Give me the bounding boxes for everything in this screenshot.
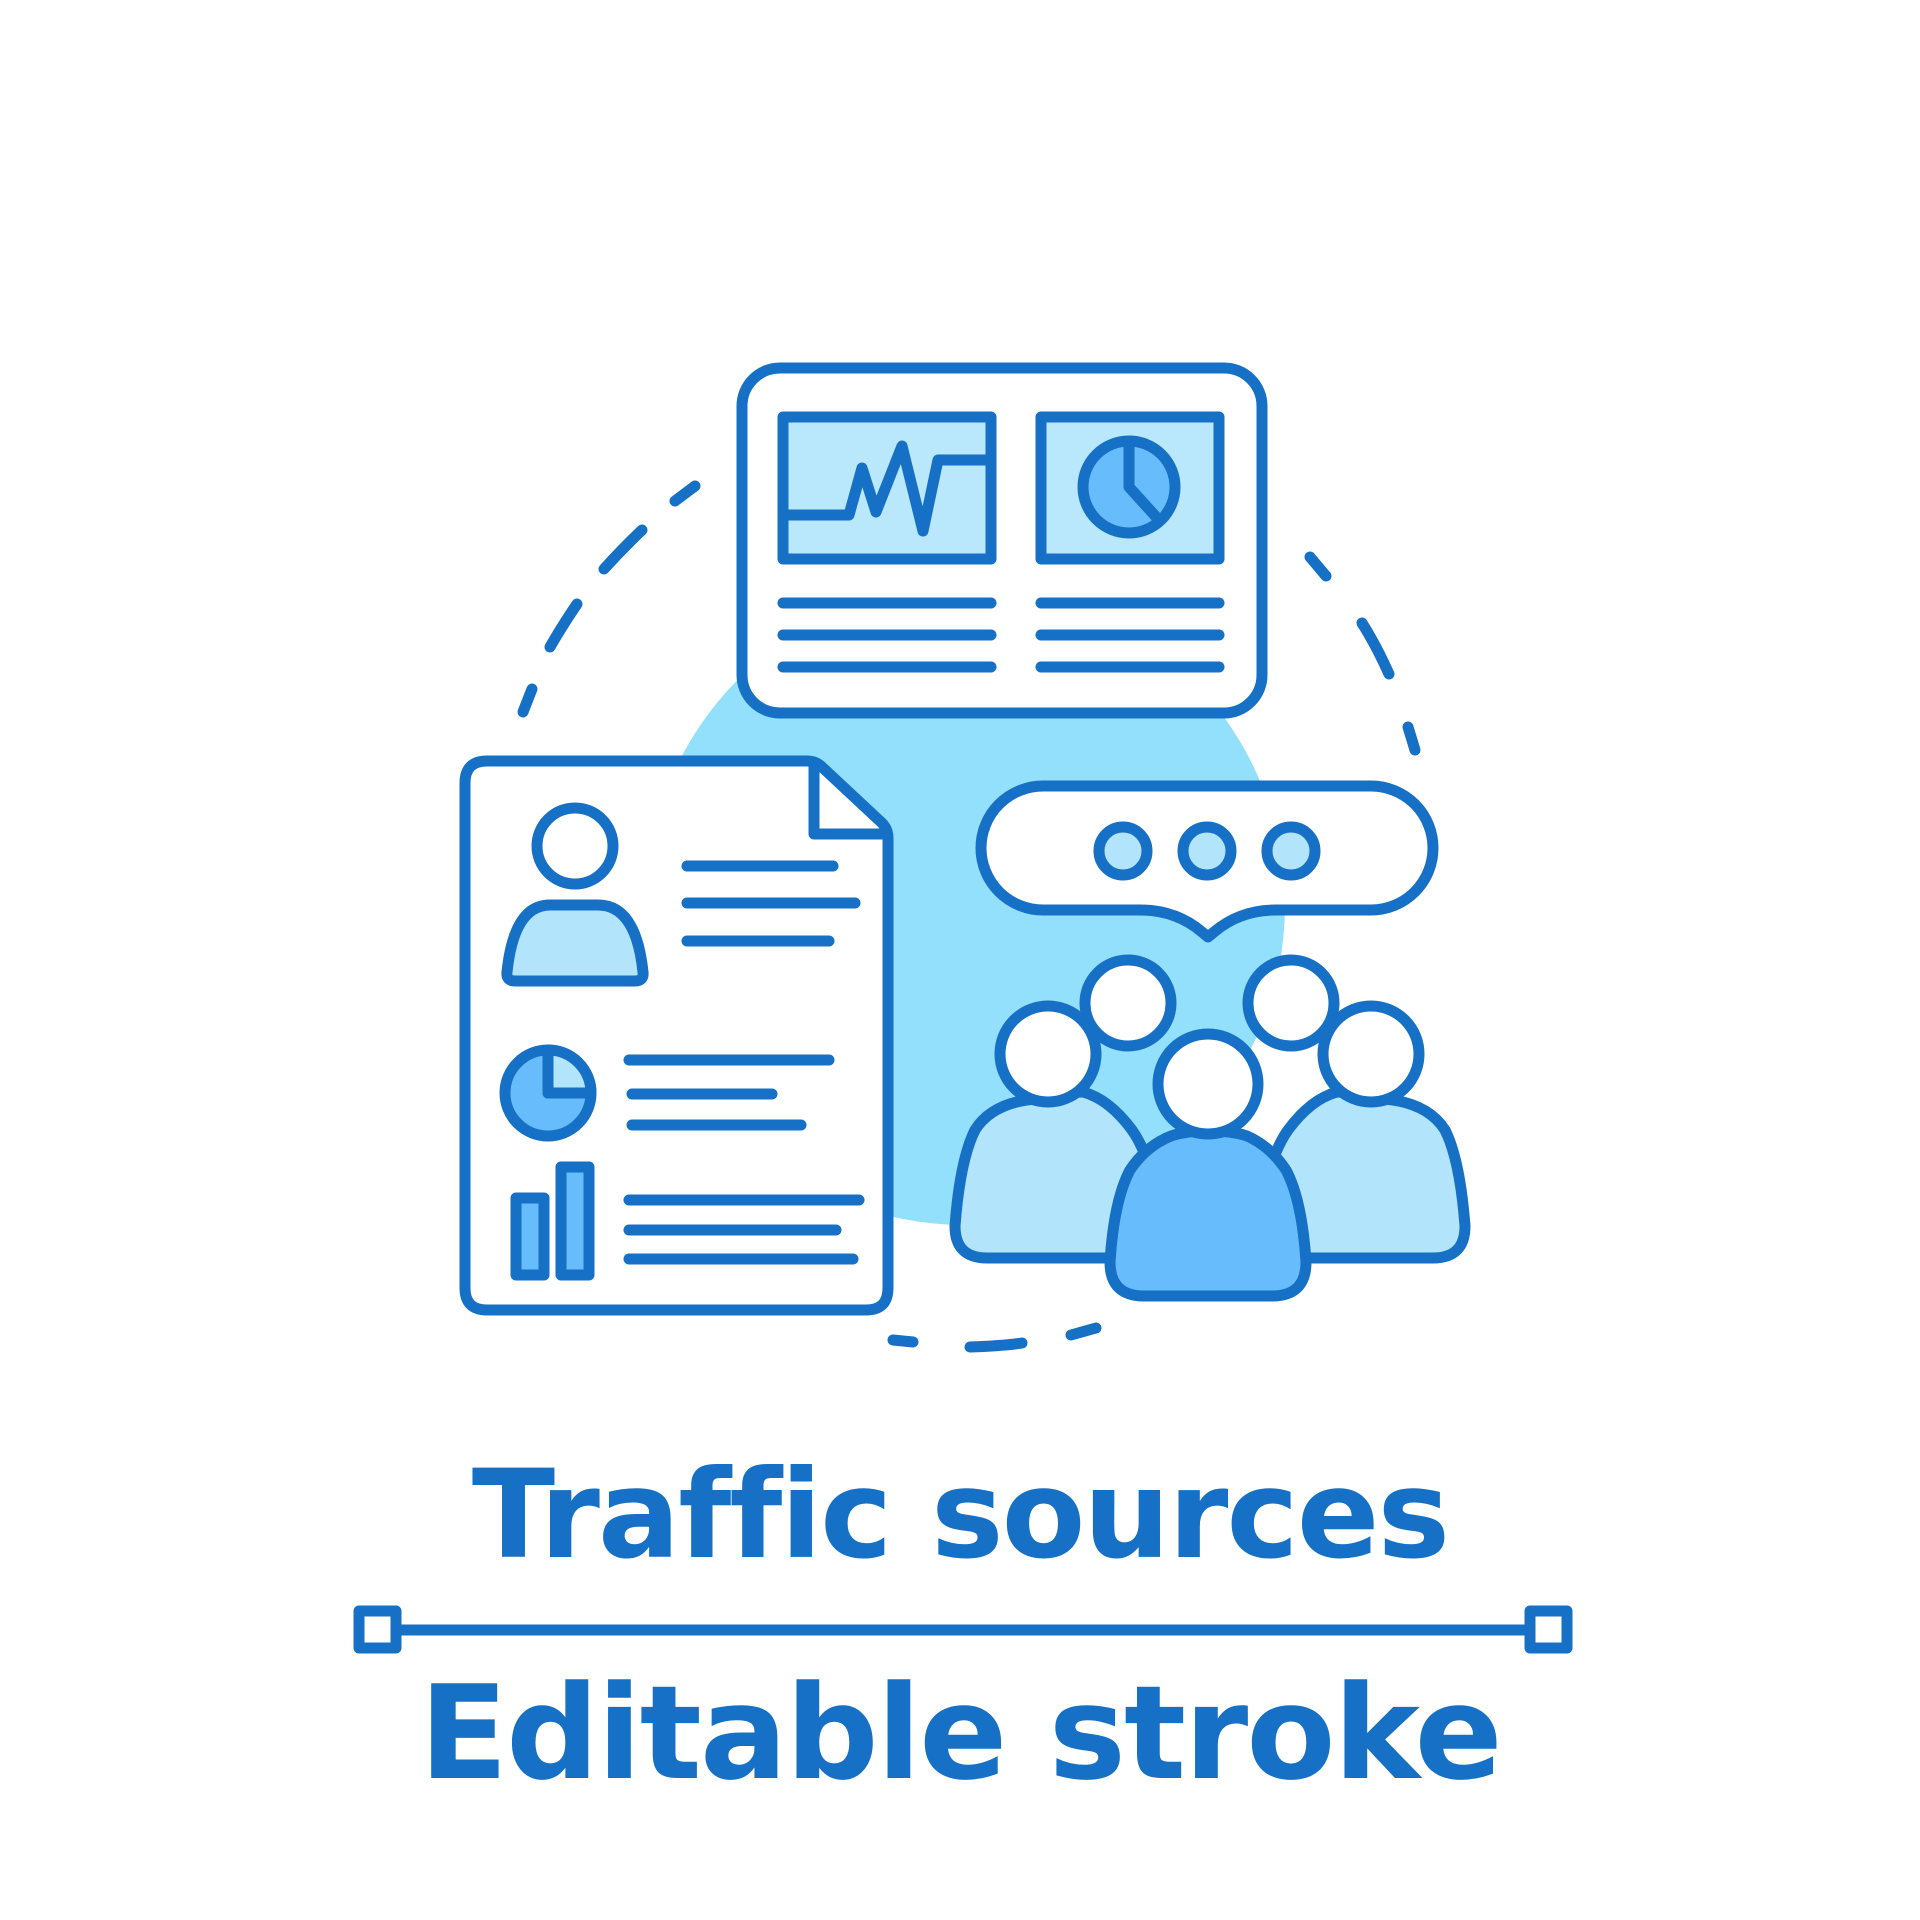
typing-dot-3 xyxy=(1261,821,1321,881)
person-back-right-head xyxy=(1242,954,1340,1052)
doc-pie-chart-icon xyxy=(499,1044,597,1142)
typing-dot-1 xyxy=(1093,821,1153,881)
speech-bubble xyxy=(975,780,1439,943)
divider-handle-left xyxy=(353,1605,402,1654)
caption-title: Traffic sources xyxy=(471,1444,1450,1586)
editable-stroke-divider xyxy=(353,1605,1573,1654)
dashed-orbit xyxy=(517,480,1421,1353)
dashboard-screen xyxy=(736,362,1268,719)
pie-chart-panel xyxy=(1035,411,1225,565)
divider-handle-right xyxy=(1524,1605,1573,1654)
audience-group-icon xyxy=(949,954,1471,1302)
folded-corner xyxy=(808,761,891,840)
person-back-left-head xyxy=(1079,954,1177,1052)
person-left-head xyxy=(994,1000,1102,1108)
line-chart-icon xyxy=(777,440,997,537)
person-center-body xyxy=(1104,1125,1312,1302)
person-center-head xyxy=(1152,1028,1264,1140)
doc-text-lines-bottom xyxy=(623,1194,865,1265)
bar-chart-icon xyxy=(510,1161,595,1281)
doc-text-lines-top xyxy=(681,860,861,947)
line-chart-panel xyxy=(777,411,997,565)
person-right-head xyxy=(1317,1000,1425,1108)
typing-dot-2 xyxy=(1177,821,1237,881)
caption-subtitle: Editable stroke xyxy=(419,1657,1502,1809)
doc-text-lines-middle xyxy=(623,1054,835,1131)
user-icon xyxy=(501,802,649,987)
screen-text-lines xyxy=(777,597,1225,673)
report-document xyxy=(459,755,894,1316)
